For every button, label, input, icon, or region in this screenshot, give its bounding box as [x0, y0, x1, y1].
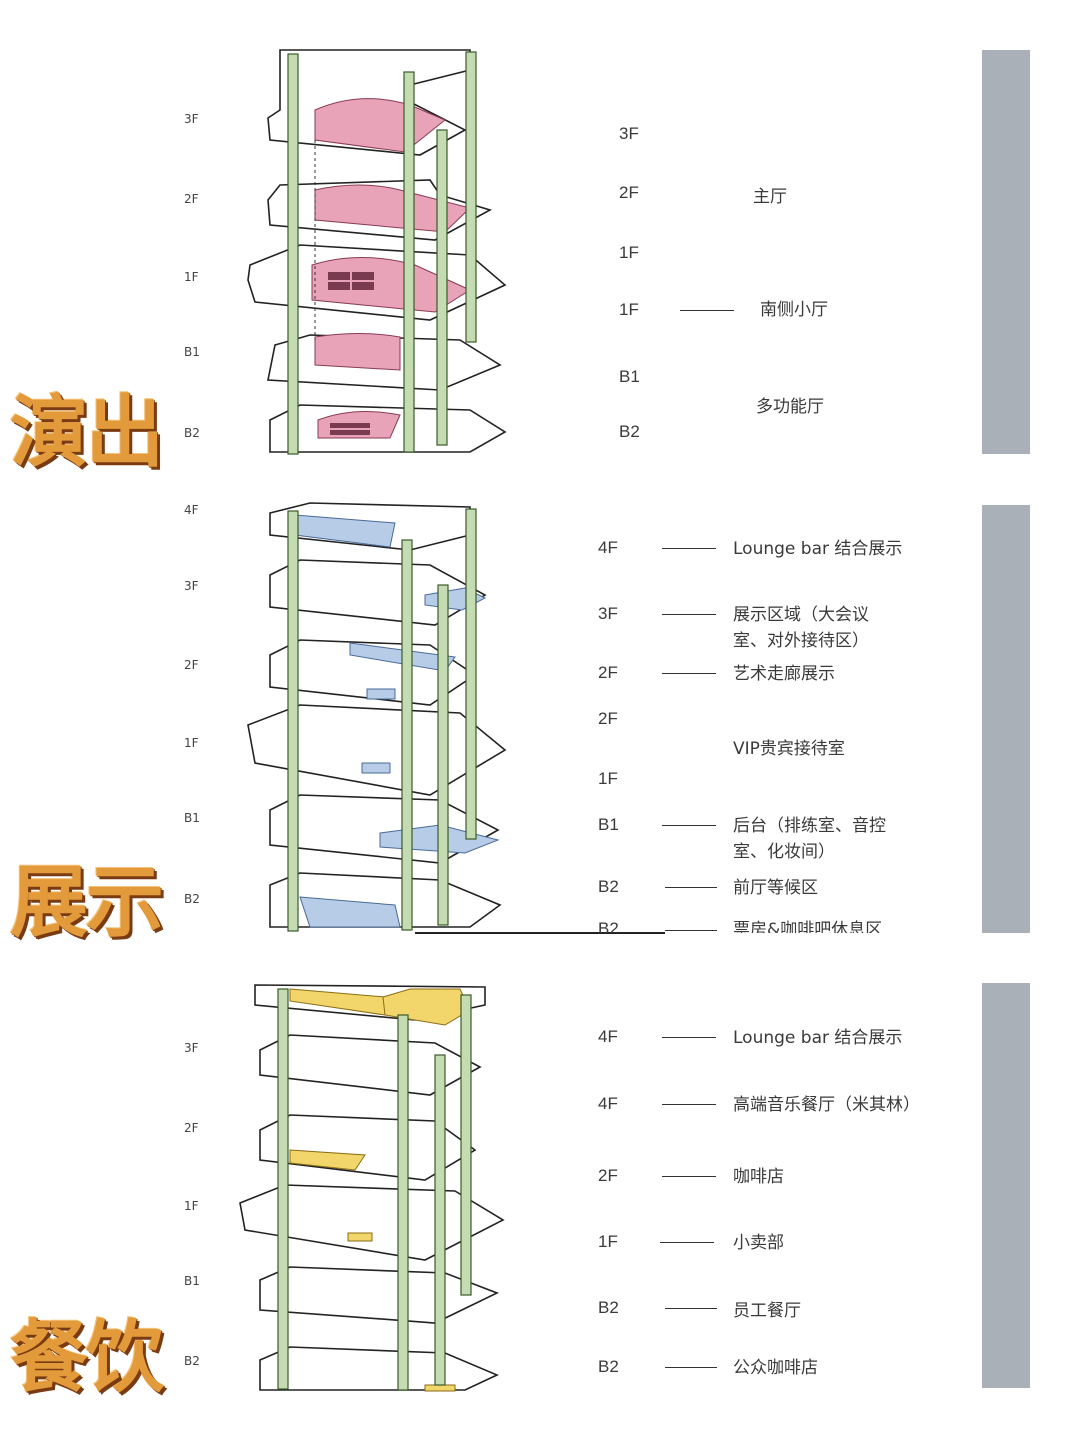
- floor-label: 3F: [598, 604, 618, 623]
- program-label: 室、化妆间）: [733, 842, 835, 862]
- floor-label: 2F: [619, 183, 639, 202]
- axis-label: 3F: [184, 1041, 199, 1055]
- floor-label: B2: [619, 422, 640, 441]
- section-exhibition: 4F 3F 2F 1F B1 B2: [0, 495, 1080, 948]
- side-bar: [982, 505, 1030, 933]
- program-label: 咖啡店: [733, 1167, 784, 1187]
- leader-line: [665, 1308, 717, 1309]
- program-label: 艺术走廊展示: [733, 664, 835, 684]
- leader-line: [662, 1176, 716, 1177]
- axis-label: 1F: [184, 736, 199, 750]
- leader-line: [665, 930, 717, 931]
- axis-label: 2F: [184, 658, 199, 672]
- axis-label: 3F: [184, 579, 199, 593]
- program-label: 员工餐厅: [733, 1301, 801, 1321]
- floor-label: 3F: [619, 124, 639, 143]
- section-performance: 3F 2F 1F B1 B2: [0, 40, 1080, 478]
- axis-label: 4F: [184, 503, 199, 517]
- axis-label: 2F: [184, 1121, 199, 1135]
- program-label: VIP贵宾接待室: [733, 739, 845, 759]
- performance-axonometric-diagram: [247, 49, 507, 455]
- floor-label: 2F: [598, 1166, 618, 1185]
- program-label: 展示区域（大会议: [733, 605, 869, 625]
- leader-line: [660, 1242, 714, 1243]
- program-label: 票房&咖啡吧休息区: [733, 920, 883, 933]
- axis-label: B1: [184, 1274, 200, 1288]
- floor-label: B2: [598, 1298, 619, 1317]
- floor-label: 4F: [598, 538, 618, 557]
- dining-axonometric-diagram: [239, 984, 505, 1392]
- program-label: 前厅等候区: [733, 878, 818, 898]
- program-label: 公众咖啡店: [733, 1358, 818, 1378]
- floor-label: 2F: [598, 663, 618, 682]
- floor-label: B2: [598, 919, 619, 933]
- floor-label: B1: [619, 367, 640, 386]
- floor-label: 4F: [598, 1094, 618, 1113]
- leader-line: [662, 673, 716, 674]
- axis-label: B2: [184, 892, 200, 906]
- leader-line: [662, 1037, 716, 1038]
- leader-line: [662, 614, 716, 615]
- axis-label: B2: [184, 426, 200, 440]
- program-label: 后台（排练室、音控: [733, 816, 886, 836]
- program-label: 室、对外接待区）: [733, 631, 869, 651]
- leader-line: [662, 825, 716, 826]
- axis-label: 2F: [184, 192, 199, 206]
- program-label: 主厅: [753, 187, 787, 207]
- program-label: Lounge bar 结合展示: [733, 539, 903, 559]
- leader-line: [665, 887, 717, 888]
- floor-label: 1F: [619, 243, 639, 262]
- leader-line: [665, 1367, 717, 1368]
- leader-line: [662, 548, 716, 549]
- axis-label: 1F: [184, 1199, 199, 1213]
- axis-label: B1: [184, 811, 200, 825]
- floor-label: B2: [598, 1357, 619, 1376]
- category-title: 演出: [10, 387, 164, 478]
- cropped-row: B2 票房&咖啡吧休息区: [590, 919, 920, 933]
- category-title: 餐饮: [10, 1312, 164, 1403]
- axis-label: B2: [184, 1354, 200, 1368]
- floor-label: 1F: [619, 300, 639, 319]
- program-label: Lounge bar 结合展示: [733, 1028, 903, 1048]
- floor-label: B2: [598, 877, 619, 896]
- program-label: 高端音乐餐厅（米其林）: [733, 1095, 920, 1115]
- floor-label: 1F: [598, 1232, 618, 1251]
- axis-label: 1F: [184, 270, 199, 284]
- axis-label: B1: [184, 345, 200, 359]
- program-label: 小卖部: [733, 1233, 784, 1253]
- leader-line: [662, 1104, 716, 1105]
- leader-line: [415, 932, 665, 934]
- floor-label: B1: [598, 815, 619, 834]
- axis-label: 3F: [184, 112, 199, 126]
- floor-label: 2F: [598, 709, 618, 728]
- side-bar: [982, 983, 1030, 1388]
- floor-label: 1F: [598, 769, 618, 788]
- exhibition-axonometric-diagram: [247, 502, 507, 932]
- section-dining: 3F 2F 1F B1 B2: [0, 975, 1080, 1403]
- category-title: 展示: [10, 857, 164, 948]
- program-label: 南侧小厅: [760, 300, 828, 320]
- floor-label: 4F: [598, 1027, 618, 1046]
- side-bar: [982, 50, 1030, 454]
- leader-line: [680, 310, 734, 311]
- program-label: 多功能厅: [756, 397, 824, 417]
